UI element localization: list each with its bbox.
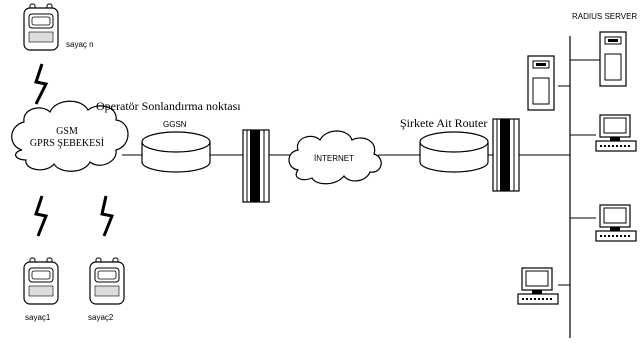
internet-label: İNTERNET xyxy=(314,154,354,163)
gsm-label: GSM xyxy=(56,126,78,137)
ggsn-label: GGSN xyxy=(163,120,187,129)
cloud-icon xyxy=(288,130,382,185)
radius-server-label: RADIUS SERVER xyxy=(572,12,637,21)
router-cylinder-icon xyxy=(419,131,489,173)
firewall-icon xyxy=(492,118,520,192)
sirket-router-label: Şirkete Ait Router xyxy=(400,116,487,130)
wireless-zigzag-icon xyxy=(34,195,49,237)
wireless-zigzag-icon xyxy=(34,63,49,105)
sayac-n-label: sayaç n xyxy=(66,40,94,49)
desktop-computer-icon xyxy=(595,114,637,152)
gprs-label: GPRS ŞEBEKESİ xyxy=(30,137,104,149)
desktop-computer-icon xyxy=(517,267,559,305)
meter-device-icon xyxy=(89,257,125,305)
meter-device-icon xyxy=(23,257,59,305)
router-cylinder-icon xyxy=(141,131,211,173)
operator-label: Operatör Sonlandırma noktası xyxy=(96,99,241,113)
cloud-icon xyxy=(11,100,129,172)
firewall-icon xyxy=(242,129,270,203)
sayac1-label: sayaç1 xyxy=(25,313,51,322)
server-tower-icon xyxy=(599,31,627,87)
wireless-zigzag-icon xyxy=(100,195,115,237)
server-tower-icon xyxy=(527,55,555,111)
sayac2-label: sayaç2 xyxy=(88,313,114,322)
desktop-computer-icon xyxy=(595,204,637,242)
meter-device-icon xyxy=(23,3,59,51)
